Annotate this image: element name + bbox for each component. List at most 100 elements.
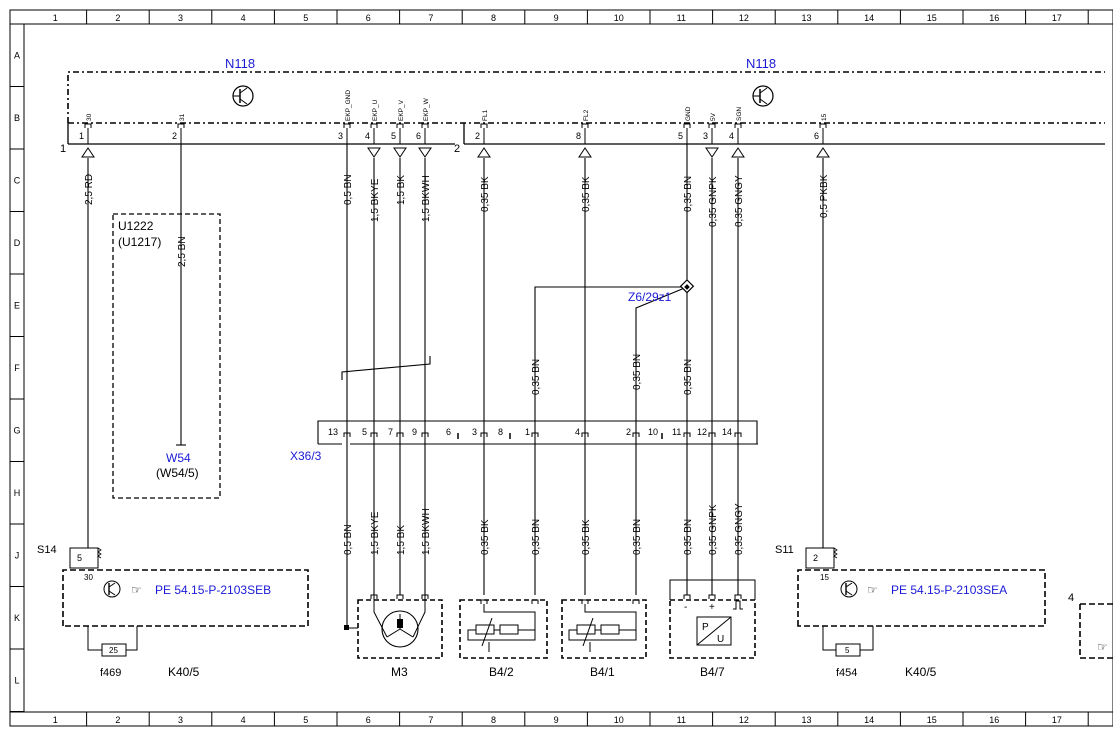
connector-pin: 11 xyxy=(672,427,681,437)
row-label: H xyxy=(14,488,21,498)
row-label: C xyxy=(14,175,21,185)
wire-label: 2,5 RD xyxy=(84,174,95,205)
pin: 3 5V xyxy=(703,112,717,141)
row-label: E xyxy=(14,300,20,310)
column-label: 6 xyxy=(366,13,371,23)
wire-label: 0,35 BN xyxy=(683,176,694,212)
connector-pin: 12 xyxy=(697,427,707,437)
pulse-icon xyxy=(733,600,743,610)
transistor-icon xyxy=(752,85,774,107)
column-label: 9 xyxy=(554,13,559,23)
connector-number-1: 1 xyxy=(60,143,66,155)
wire-label: 1,5 BKYE xyxy=(370,178,381,222)
column-label: 14 xyxy=(864,715,874,725)
pin-terminal xyxy=(819,123,827,128)
frame-border xyxy=(9,9,1113,727)
column-label: 12 xyxy=(739,13,749,23)
reference-link[interactable]: PE 54.15-P-2103SEB xyxy=(155,583,271,597)
column-label: 1 xyxy=(53,715,58,725)
connector-terminal xyxy=(734,432,742,437)
connector-label: X36/3 xyxy=(290,449,322,463)
pin-label: EKP_GND xyxy=(345,90,352,121)
pin: 2 31 xyxy=(172,113,186,141)
pin: 6 EKP_W xyxy=(416,97,430,141)
pin-terminal xyxy=(734,123,742,128)
wire-label: 0,5 BN xyxy=(343,174,354,205)
pin-label: 30 xyxy=(86,113,93,121)
column-label: 8 xyxy=(491,715,496,725)
column-label: 5 xyxy=(303,715,308,725)
pin-terminal xyxy=(84,123,92,128)
pin-number: 4 xyxy=(729,131,734,141)
component-label: M3 xyxy=(391,665,408,679)
wire-label: 0,35 GNPK xyxy=(708,176,719,227)
pin-label: FL1 xyxy=(482,109,489,121)
pin: 8 FL2 xyxy=(576,109,590,141)
splice-node: Z6/29z1 xyxy=(628,279,695,304)
relay-pin: 30 xyxy=(84,573,93,582)
column-label: 7 xyxy=(428,715,433,725)
pin: 2 FL1 xyxy=(475,109,489,141)
pin: 5 EKP_V xyxy=(391,99,405,141)
relay-name: K40/5 xyxy=(905,665,937,679)
column-label: 11 xyxy=(677,715,686,725)
hand-pointer-icon: ☞ xyxy=(867,583,878,597)
wire xyxy=(534,286,687,595)
wires xyxy=(87,144,824,628)
column-label: 10 xyxy=(614,13,624,23)
relay-pin: 2 xyxy=(813,553,818,563)
module-n118: N118 N118 1 2 xyxy=(60,56,1105,155)
wire-label: 0,35 BK xyxy=(480,519,491,555)
wire-label: 0,35 BK xyxy=(480,176,491,212)
column-label: 8 xyxy=(491,13,496,23)
pin-terminal xyxy=(421,123,429,128)
sensor-b4-2: B4/2 xyxy=(459,599,548,679)
connector-pin: 13 xyxy=(328,427,338,437)
wire-label: 0,35 BN xyxy=(632,519,643,555)
splice-label: Z6/29z1 xyxy=(628,290,672,304)
row-label: D xyxy=(14,238,21,248)
reference-link[interactable]: PE 54.15-P-2103SEA xyxy=(891,583,1007,597)
switch-label: S14 xyxy=(37,544,57,556)
component-label: B4/7 xyxy=(700,665,725,679)
connector-terminal xyxy=(531,432,539,437)
connector-pin: 9 xyxy=(412,427,417,437)
connector-pin: 2 xyxy=(626,427,631,437)
motor-icon xyxy=(381,610,419,648)
row-label: K xyxy=(14,613,20,623)
switch-label: S11 xyxy=(775,544,794,556)
relay-pin: 15 xyxy=(820,573,829,582)
wire-label: 0,35 BN xyxy=(531,359,542,395)
pin-label: 31 xyxy=(179,113,186,121)
upper-wire-labels: 2,5 RD 0,5 BN 1,5 BKYE 1,5 BK 1,5 BKWH 0… xyxy=(84,174,830,227)
pin-number: 3 xyxy=(338,131,343,141)
connector-terminal xyxy=(708,432,716,437)
pin-label: EKP_U xyxy=(372,99,379,121)
pin-sign: - xyxy=(684,602,687,613)
component-terminal xyxy=(581,599,589,604)
pin-terminal xyxy=(177,123,185,128)
spring-icon xyxy=(97,547,102,559)
column-label: 14 xyxy=(864,13,874,23)
connector-pin: 8 xyxy=(498,427,503,437)
row-label: G xyxy=(13,425,20,435)
sensor-symbol: P xyxy=(702,622,709,633)
arrow-up-icon xyxy=(477,147,491,158)
sensor-b4-7: - + P U B4/7 xyxy=(669,579,756,679)
relay-pin: 5 xyxy=(77,553,82,563)
hand-pointer-icon: ☞ xyxy=(1097,640,1108,654)
pin-sign: + xyxy=(709,602,715,613)
pin-number: 2 xyxy=(172,131,177,141)
row-label: A xyxy=(14,50,20,60)
pin-direction-arrows xyxy=(81,147,830,158)
wire-label: 1,5 BK xyxy=(396,175,407,205)
component-terminal xyxy=(683,594,691,599)
column-label: 2 xyxy=(115,13,120,23)
column-label: 12 xyxy=(739,715,749,725)
transistor-icon xyxy=(840,580,858,598)
pin-terminal xyxy=(396,123,404,128)
column-label: 17 xyxy=(1052,715,1062,725)
pin-label: SGN xyxy=(736,107,743,121)
wire-label: 0,35 GNPK xyxy=(708,504,719,555)
